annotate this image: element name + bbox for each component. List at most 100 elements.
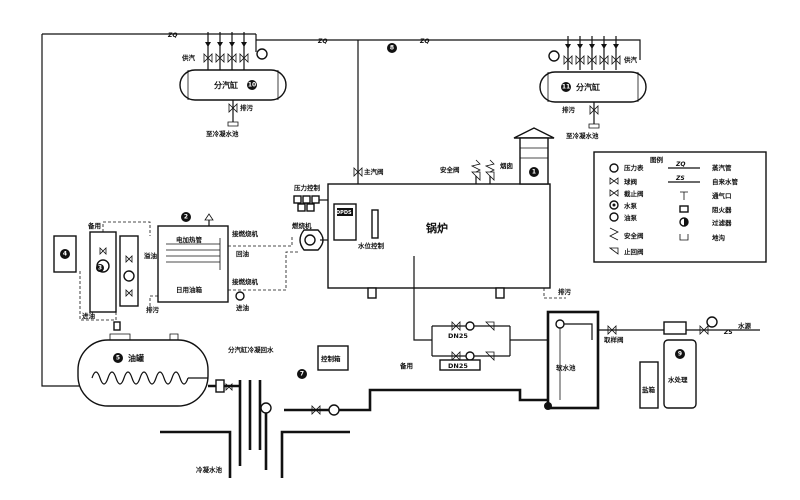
legend-item-10: 通气口 xyxy=(712,191,732,200)
oil-tank-label: 油罐 xyxy=(128,353,144,363)
sampling-label: 取样阀 xyxy=(604,335,624,344)
water-source-label: 水源 xyxy=(738,321,752,330)
legend-item-5: 油泵 xyxy=(624,213,638,222)
riser-valves xyxy=(203,53,621,65)
pressure-gauge-icon xyxy=(548,50,560,62)
condensate-pit xyxy=(160,430,350,478)
boiler-blowdown-pipe xyxy=(543,288,566,299)
legend-item-12: 过滤器 xyxy=(712,218,732,227)
oil-outlet-valve xyxy=(225,383,233,391)
day-tank-blowdown-label: 排污 xyxy=(146,305,160,314)
day-oil-tank xyxy=(157,213,229,303)
oil-in-label: 进油 xyxy=(236,303,250,312)
soft-water-tank xyxy=(546,310,600,410)
steam-header-right-label: 分汽缸 xyxy=(576,82,600,92)
callout-number-1: 1 xyxy=(532,169,536,176)
steam-header-left-label: 分汽缸 xyxy=(214,80,238,90)
water-level-control-label: 水位控制 xyxy=(358,241,385,250)
callout-marker xyxy=(675,349,685,359)
dn25-label-2: DN25 xyxy=(448,362,468,370)
callout-marker xyxy=(544,402,552,410)
callout-marker xyxy=(529,167,539,177)
filter xyxy=(113,321,121,331)
boiler-blowdown-label: 排污 xyxy=(558,287,572,296)
condensate-feed-line xyxy=(284,388,548,412)
return-oil-label: 回油 xyxy=(236,249,250,258)
pipe-code-steam-2: ZQ xyxy=(317,38,327,45)
float-icon xyxy=(260,402,272,414)
pipe-code-steam-1: ZQ xyxy=(167,32,177,39)
control-cabinet-label: 控制箱 xyxy=(321,354,341,363)
soft-water-tank-label: 软水池 xyxy=(556,363,576,372)
water-treatment-label: 水处理 xyxy=(668,375,688,384)
panel-label: DPDS xyxy=(336,210,352,216)
supply-steam-label-left: 供汽 xyxy=(181,53,196,62)
callout-number-10: 10 xyxy=(248,82,256,89)
chimney-label: 烟囱 xyxy=(500,161,513,170)
salt-tank xyxy=(639,361,659,409)
callout-marker xyxy=(60,249,70,259)
callout-number-5: 5 xyxy=(116,355,120,362)
to-condensate-label-left: 至冷凝水池 xyxy=(206,129,239,138)
electric-heater-label: 电加热管 xyxy=(176,235,203,244)
steam-header-right xyxy=(539,71,647,103)
return-oil-line xyxy=(228,236,293,247)
legend-item-3: 截止阀 xyxy=(624,189,644,198)
callout-marker xyxy=(247,80,257,90)
callout-marker xyxy=(96,264,104,272)
legend-item-13: 地沟 xyxy=(712,233,726,242)
legend-item-8: 蒸汽管 xyxy=(712,163,732,172)
legend-code-tap: ZS xyxy=(675,175,685,182)
pipe-code-tap: ZS xyxy=(723,329,733,336)
boiler-label: 锅炉 xyxy=(426,221,448,235)
blowdown-label-left: 排污 xyxy=(240,103,254,112)
burner-label: 燃烧机 xyxy=(292,221,312,230)
legend-item-4: 水泵 xyxy=(624,201,638,210)
callout-number-8: 8 xyxy=(390,45,394,52)
callout-number-7: 7 xyxy=(300,371,304,378)
callout-number-2: 2 xyxy=(184,214,188,221)
pressure-gauge-icon xyxy=(256,48,268,60)
burner xyxy=(299,229,328,251)
supply-steam-label-right: 供汽 xyxy=(623,55,638,64)
blowdown-valve-left xyxy=(228,103,238,113)
overflow-label: 溢油 xyxy=(144,251,158,260)
boiler-feed-pumps xyxy=(413,256,548,371)
legend-code-steam: ZQ xyxy=(675,161,685,168)
supply-arrows xyxy=(205,42,619,49)
dn25-label-1: DN25 xyxy=(448,332,468,340)
callout-marker xyxy=(561,82,571,92)
oil-supply-line xyxy=(228,251,300,291)
feed-pump-icon xyxy=(328,404,340,416)
control-cabinet xyxy=(317,345,349,371)
to-burner-label-1: 接燃烧机 xyxy=(232,229,259,238)
day-oil-tank-label: 日用油箱 xyxy=(176,285,203,294)
pressure-controls xyxy=(293,195,328,212)
callout-marker xyxy=(113,353,123,363)
condensate-return-pipes xyxy=(238,380,262,466)
callout-number-3: 3 xyxy=(98,265,102,272)
oil-pump-station xyxy=(79,221,151,321)
condensate-return-label: 分汽缸冷凝回水 xyxy=(228,345,274,354)
legend-item-2: 球阀 xyxy=(624,177,638,186)
legend-item-1: 压力表 xyxy=(624,163,644,172)
condensate-tank-label: 冷凝水池 xyxy=(196,465,223,474)
to-condensate-label-right: 至冷凝水池 xyxy=(566,131,599,140)
standby-pump-label: 备用 xyxy=(399,361,413,370)
sampling-valve xyxy=(607,325,617,335)
pressure-gauge-icon xyxy=(706,316,718,328)
salt-tank-label: 盐箱 xyxy=(642,385,656,394)
steam-main-pipes xyxy=(41,32,641,387)
callout-marker xyxy=(387,43,397,53)
oil-in-label-pump: 进油 xyxy=(82,311,96,320)
water-treatment-unit xyxy=(663,339,697,409)
softener-head xyxy=(663,321,687,335)
blowdown-label-right: 排污 xyxy=(562,105,576,114)
callout-marker xyxy=(181,212,191,222)
oil-pump-icon xyxy=(235,291,245,301)
to-burner-label-2: 接燃烧机 xyxy=(232,277,259,286)
main-valve-label: 主汽阀 xyxy=(364,167,384,176)
callout-number-4: 4 xyxy=(63,251,67,258)
boiler xyxy=(327,183,551,299)
